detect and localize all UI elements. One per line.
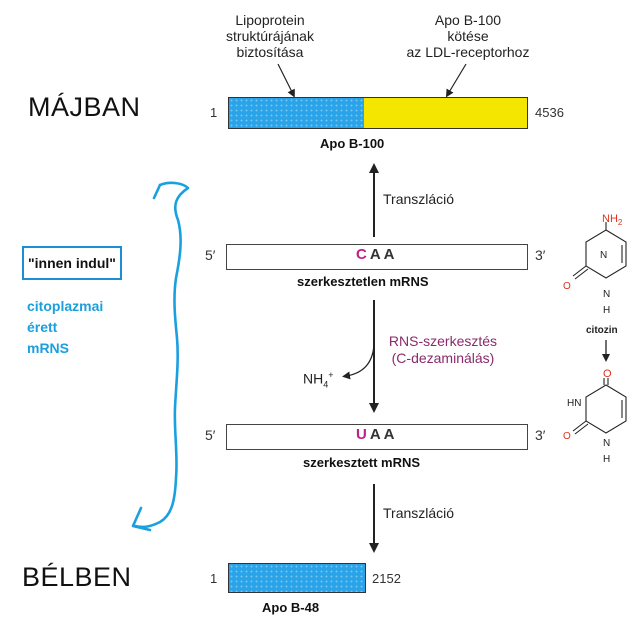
edited-codon: UAA	[356, 426, 398, 443]
apob100-label: Apo B-100	[320, 136, 385, 151]
uracil-oxygen: O	[563, 431, 571, 442]
annotation-ldl-line-1: Apo B-100	[434, 12, 502, 28]
edited-three-prime: 3′	[535, 427, 546, 443]
edited-mrna-box	[226, 424, 528, 450]
ammonium-release-arrow	[342, 344, 375, 380]
annotation-lipoprotein-line-1: Lipoprotein	[235, 12, 305, 28]
apob48-start: 1	[210, 571, 218, 586]
cytosine-label: citozin	[586, 325, 618, 336]
handwritten-note: citoplazmai érett mRNS	[27, 296, 103, 359]
callout-arrow-ldl	[445, 63, 467, 98]
unedited-five-prime: 5′	[205, 247, 216, 263]
editing-line-1: RNS-szerkesztés	[388, 333, 498, 349]
apob48-label: Apo B-48	[262, 600, 320, 615]
cytosine-oxygen: O	[563, 281, 571, 292]
region-liver: MÁJBAN	[28, 92, 141, 122]
callout-arrow-lipoprotein	[277, 63, 295, 98]
annotation-ldl-line-2: kötése	[447, 28, 489, 44]
editing-annotation: RNS-szerkesztés (C-dezaminálás)	[378, 333, 508, 367]
cytosine-structure	[572, 222, 627, 280]
region-intestine: BÉLBEN	[22, 562, 132, 592]
annotation-lipoprotein-line-2: struktúrájának	[226, 28, 314, 44]
editing-line-2: (C-dezaminálás)	[391, 350, 495, 366]
edited-five-prime: 5′	[205, 427, 216, 443]
uracil-n1: N	[603, 438, 611, 449]
unedited-three-prime: 3′	[535, 247, 546, 263]
uracil-oxygen-top: O	[603, 368, 612, 380]
apob100-domain-ldl	[364, 97, 528, 129]
edited-codon-aa: AA	[369, 426, 398, 443]
note-line-1: citoplazmai	[27, 298, 104, 314]
uracil-hn: HN	[567, 398, 582, 409]
annotation-ldl-line-3: az LDL-receptorhoz	[406, 44, 530, 60]
uracil-structure	[572, 378, 627, 435]
translation-label-bottom: Transzláció	[383, 505, 455, 521]
apob100-end: 4536	[535, 105, 564, 120]
edited-codon-u: U	[356, 426, 370, 443]
unedited-mrna-label: szerkesztetlen mRNS	[297, 274, 429, 289]
cytosine-n1: N	[603, 289, 611, 300]
note-line-2: érett	[27, 319, 58, 335]
handwritten-bracket-arrowhead	[131, 506, 152, 532]
note-line-3: mRNS	[27, 340, 70, 356]
apob48-end: 2152	[372, 571, 401, 586]
unedited-codon-c: C	[356, 246, 370, 263]
cytosine-h: H	[603, 305, 611, 316]
annotation-lipoprotein: Lipoprotein struktúrájának biztosítása	[205, 12, 335, 60]
handwritten-bracket-top-hook	[152, 183, 162, 200]
uracil-h: H	[603, 454, 611, 465]
start-here-box: "innen indul"	[22, 246, 122, 280]
annotation-ldl-binding: Apo B-100 kötése az LDL-receptorhoz	[378, 12, 558, 60]
translation-label-top: Transzláció	[383, 191, 455, 207]
unedited-codon-aa: AA	[369, 246, 398, 263]
unedited-mrna-box	[226, 244, 528, 270]
edited-mrna-label: szerkesztett mRNS	[303, 455, 421, 470]
apob100-start: 1	[210, 105, 218, 120]
apob48-domain	[228, 563, 366, 593]
annotation-lipoprotein-line-3: biztosítása	[236, 44, 304, 60]
ammonium-label: NH4+	[303, 370, 334, 390]
cytosine-n3: N	[600, 250, 608, 261]
handwritten-bracket	[133, 181, 190, 529]
unedited-codon: CAA	[356, 246, 398, 263]
